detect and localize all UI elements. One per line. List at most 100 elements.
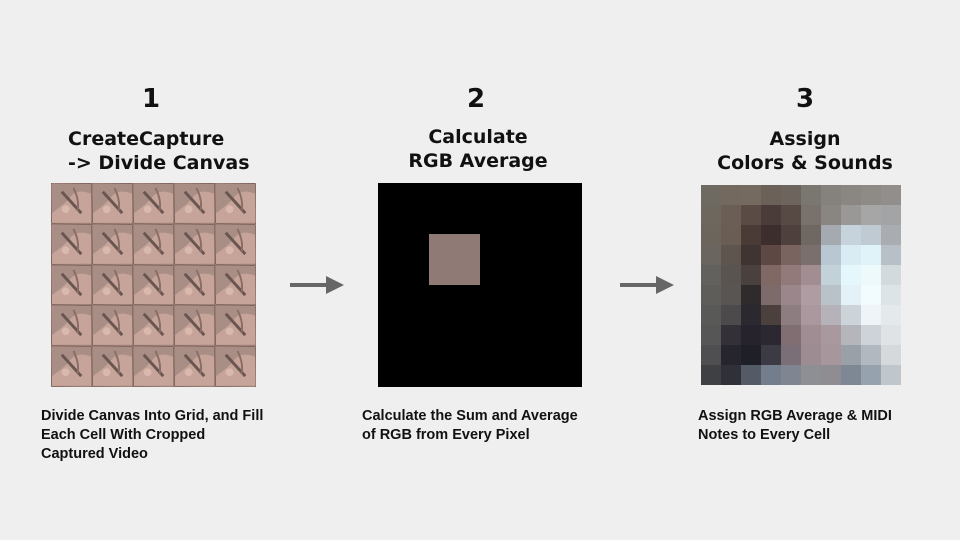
mosaic-cell [721,205,741,225]
average-color-swatch [429,234,480,285]
mosaic-cell [881,225,901,245]
mosaic-cell [801,365,821,385]
mosaic-cell [721,225,741,245]
mosaic-cell [701,205,721,225]
step-1-description-line-2: Each Cell With Cropped [41,427,206,443]
step-1-title: CreateCapture -> Divide Canvas [68,127,250,175]
mosaic-cell [741,205,761,225]
mosaic-cell [801,185,821,205]
mosaic-cell [761,325,781,345]
mosaic-cell [781,265,801,285]
mosaic-cell [841,325,861,345]
mosaic-cell [861,305,881,325]
video-cell [92,264,133,306]
video-cell [215,183,256,224]
mosaic-cell [761,305,781,325]
video-cell [174,264,215,306]
mosaic-cell [761,265,781,285]
video-cell [133,183,174,224]
mosaic-cell [741,345,761,365]
step-1-number: 1 [141,84,161,114]
mosaic-cell [861,285,881,305]
mosaic-cell [701,245,721,265]
mosaic-cell [761,225,781,245]
step-3-description-line-2: Notes to Every Cell [698,427,831,443]
step-2-title-line-2: RGB Average [408,150,548,172]
mosaic-cell [861,205,881,225]
mosaic-cell [821,345,841,365]
mosaic-cell [721,305,741,325]
mosaic-cell [881,285,901,305]
step-2-title-line-1: Calculate [428,126,528,148]
mosaic-cell [741,305,761,325]
step-1-description-line-3: Captured Video [41,446,148,462]
mosaic-cell [741,365,761,385]
step-3-description-line-1: Assign RGB Average & MIDI [698,408,892,424]
video-cell [133,305,174,347]
mosaic-cell [861,325,881,345]
color-mosaic-grid [701,185,901,385]
mosaic-cell [781,305,801,325]
video-cell [215,305,256,347]
video-cell [92,183,133,224]
step-2-title: Calculate RGB Average [378,125,578,173]
video-cell-grid [51,183,256,387]
mosaic-cell [721,365,741,385]
step-3-title-line-1: Assign [769,128,841,150]
mosaic-cell [761,185,781,205]
mosaic-cell [761,285,781,305]
mosaic-cell [721,185,741,205]
step-3-title: Assign Colors & Sounds [700,127,910,175]
mosaic-cell [761,365,781,385]
mosaic-cell [781,365,801,385]
mosaic-cell [781,205,801,225]
video-cell [51,223,92,265]
mosaic-cell [881,365,901,385]
video-cell [133,264,174,306]
mosaic-cell [701,185,721,205]
video-cell [215,264,256,306]
mosaic-cell [841,305,861,325]
video-cell [51,346,92,387]
mosaic-cell [701,265,721,285]
arrow-right-icon [290,276,344,294]
mosaic-cell [801,305,821,325]
step-2-description-line-2: of RGB from Every Pixel [362,427,530,443]
mosaic-cell [781,245,801,265]
mosaic-cell [841,245,861,265]
mosaic-cell [841,345,861,365]
rgb-average-canvas [378,183,582,387]
mosaic-cell [741,245,761,265]
mosaic-cell [741,225,761,245]
cropped-video-grid [51,183,256,387]
mosaic-cell [821,265,841,285]
mosaic-cell [841,265,861,285]
mosaic-cell [761,205,781,225]
mosaic-cell [761,245,781,265]
mosaic-cell [821,185,841,205]
mosaic-cell [821,245,841,265]
step-1-title-line-1: CreateCapture [68,128,225,150]
mosaic-cell [721,265,741,285]
mosaic-cell [881,305,901,325]
mosaic-cell [781,225,801,245]
mosaic-cell [701,345,721,365]
step-2-description: Calculate the Sum and Average of RGB fro… [362,407,632,445]
mosaic-cell [821,225,841,245]
mosaic-cell [781,325,801,345]
mosaic-cell [841,225,861,245]
video-cell [174,305,215,347]
mosaic-cell [881,205,901,225]
mosaic-cell [881,185,901,205]
mosaic-cell [801,265,821,285]
mosaic-cell [721,245,741,265]
step-1-description-line-1: Divide Canvas Into Grid, and Fill [41,408,264,424]
video-cell [51,183,92,224]
mosaic-cell [741,265,761,285]
video-cell [174,223,215,265]
video-cell [92,346,133,387]
mosaic-cell [881,345,901,365]
video-cell [92,223,133,265]
step-1-title-line-2: -> Divide Canvas [68,152,250,174]
video-cell [174,183,215,224]
